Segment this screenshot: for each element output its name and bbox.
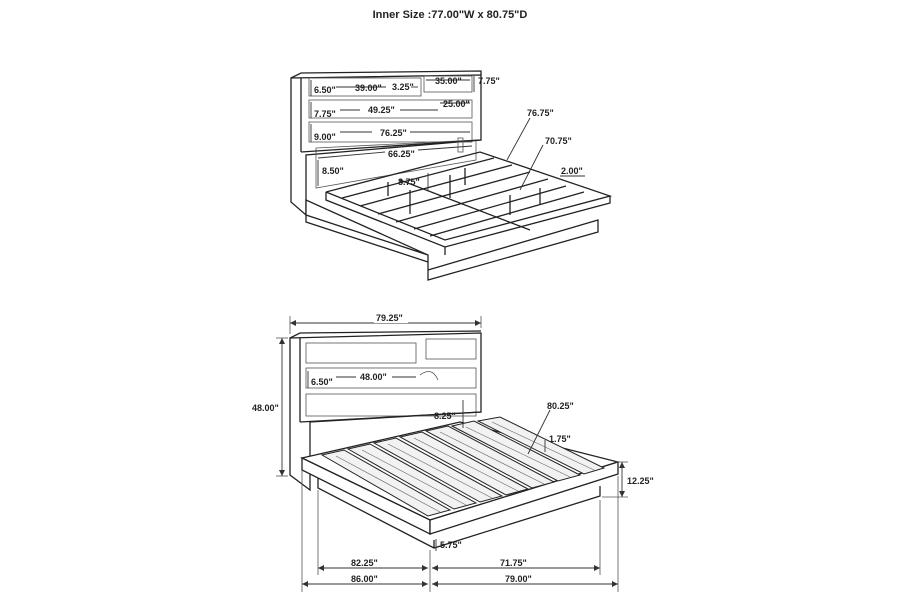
- dim-length: 80.25": [547, 401, 574, 411]
- dim-overall-width: 79.25": [376, 313, 403, 323]
- dim-overall-base-width: 79.00": [505, 574, 532, 584]
- dim-shelf-upper-height: 6.50": [314, 85, 336, 95]
- dim-shelf-mid-width: 49.25": [368, 105, 395, 115]
- bottom-dimensions: 79.25" 48.00" 6.50" 48.00" 8.25" 80.25" …: [252, 312, 654, 592]
- dim-shelf-mid-right: 25.00": [443, 99, 470, 109]
- dim-slat-thickness: 1.75": [549, 434, 571, 444]
- top-frame: [305, 137, 613, 281]
- dim-base-clearance: 5.75": [440, 540, 462, 550]
- dim-base-width: 71.75": [500, 558, 527, 568]
- dim-overall-height: 48.00": [252, 403, 279, 413]
- bottom-headboard: [289, 330, 482, 492]
- dim-shelf-height: 6.50": [311, 377, 333, 387]
- dim-cubby-width: 35.00": [435, 76, 462, 86]
- top-dimensions: 6.50" 39.00" 3.25" 35.00" 7.75" 7.75" 49…: [310, 76, 585, 191]
- dim-shelf-gap: 3.25": [392, 82, 414, 92]
- dim-rail-length-outer: 76.75": [527, 108, 554, 118]
- dim-overall-length: 86.00": [351, 574, 378, 584]
- page-title: Inner Size :77.00"W x 80.75"D: [372, 9, 528, 21]
- dim-base-length: 82.25": [351, 558, 378, 568]
- bottom-bed-drawing: 79.25" 48.00" 6.50" 48.00" 8.25" 80.25" …: [252, 312, 654, 592]
- bottom-slats: [320, 416, 606, 517]
- dim-shelf-low-height: 9.00": [314, 132, 336, 142]
- dim-shelf-width: 48.00": [360, 372, 387, 382]
- dim-rail-length-inner: 70.75": [545, 136, 572, 146]
- top-bed-drawing: 6.50" 39.00" 3.25" 35.00" 7.75" 7.75" 49…: [290, 70, 613, 281]
- dim-leg-height: 8.75": [398, 177, 420, 187]
- dim-headboard-clearance: 8.25": [434, 411, 456, 421]
- dim-frame-height: 12.25": [627, 476, 654, 486]
- dim-shelf-mid-height: 7.75": [314, 109, 336, 119]
- dim-panel-width: 66.25": [388, 149, 415, 159]
- dim-cubby-height: 7.75": [478, 76, 500, 86]
- dim-shelf-low-width: 76.25": [380, 128, 407, 138]
- dim-rail-thickness: 2.00": [561, 166, 583, 176]
- dim-shelf-upper-width: 39.00": [355, 83, 382, 93]
- dim-panel-height: 8.50": [322, 166, 344, 176]
